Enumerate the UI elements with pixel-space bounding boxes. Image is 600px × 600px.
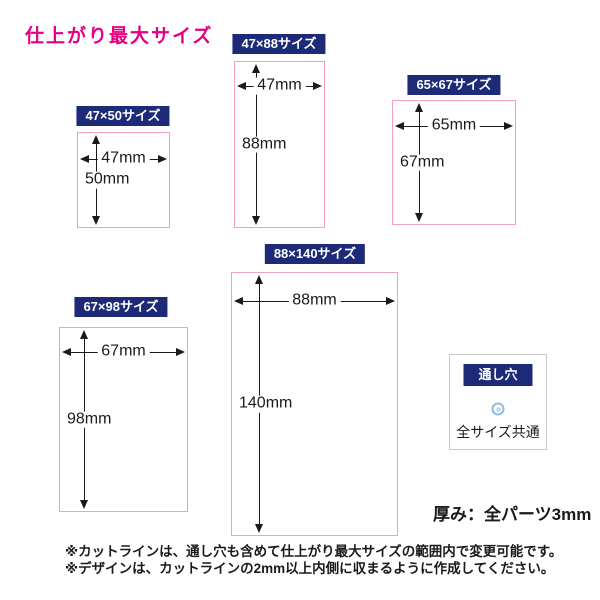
size-tag-88x140: 88×140サイズ bbox=[264, 244, 366, 264]
height-dimension: 98mm bbox=[63, 410, 116, 428]
width-dimension: 88mm bbox=[288, 292, 341, 310]
cut-line-rect-88x140: 88mm 140mm bbox=[231, 272, 398, 536]
height-dimension: 50mm bbox=[81, 171, 134, 189]
width-dimension: 67mm bbox=[97, 343, 150, 361]
height-dimension: 88mm bbox=[238, 135, 291, 153]
page-title: 仕上がり最大サイズ bbox=[25, 26, 214, 47]
cut-line-rect-67x98: 67mm 98mm bbox=[59, 327, 188, 512]
size-tag-65x67: 65×67サイズ bbox=[407, 75, 501, 95]
thickness-note: 厚み：全パーツ3mm bbox=[433, 505, 592, 524]
width-dimension: 65mm bbox=[427, 117, 481, 135]
size-tag-47x88: 47×88サイズ bbox=[232, 34, 326, 54]
double-circle-icon-inner bbox=[496, 407, 500, 411]
size-tag-67x98: 67×98サイズ bbox=[74, 297, 168, 317]
cut-line-rect-47x50: 47mm 50mm bbox=[77, 132, 170, 228]
footnote-design: ※デザインは、カットラインの2mm以上内側に収まるように作成してください。 bbox=[65, 560, 555, 576]
width-dimension: 47mm bbox=[253, 77, 306, 95]
through-hole-note: 全サイズ共通 bbox=[456, 424, 540, 440]
double-circle-icon bbox=[491, 402, 505, 416]
cut-line-rect-65x67: 65mm 67mm bbox=[392, 100, 516, 225]
width-dimension: 47mm bbox=[97, 150, 150, 168]
size-tag-47x50: 47×50サイズ bbox=[76, 106, 170, 126]
height-dimension: 67mm bbox=[396, 153, 449, 171]
height-dimension: 140mm bbox=[235, 395, 297, 413]
through-hole-tag: 通し穴 bbox=[463, 364, 533, 386]
footnote-cut-line: ※カットラインは、通し穴も含めて仕上がり最大サイズの範囲内で変更可能です。 bbox=[65, 544, 563, 559]
footnotes: ※カットラインは、通し穴も含めて仕上がり最大サイズの範囲内で変更可能です。 ※デ… bbox=[65, 544, 562, 578]
cut-line-rect-47x88: 47mm 88mm bbox=[234, 61, 325, 228]
through-hole-box: 通し穴 全サイズ共通 bbox=[449, 354, 547, 450]
